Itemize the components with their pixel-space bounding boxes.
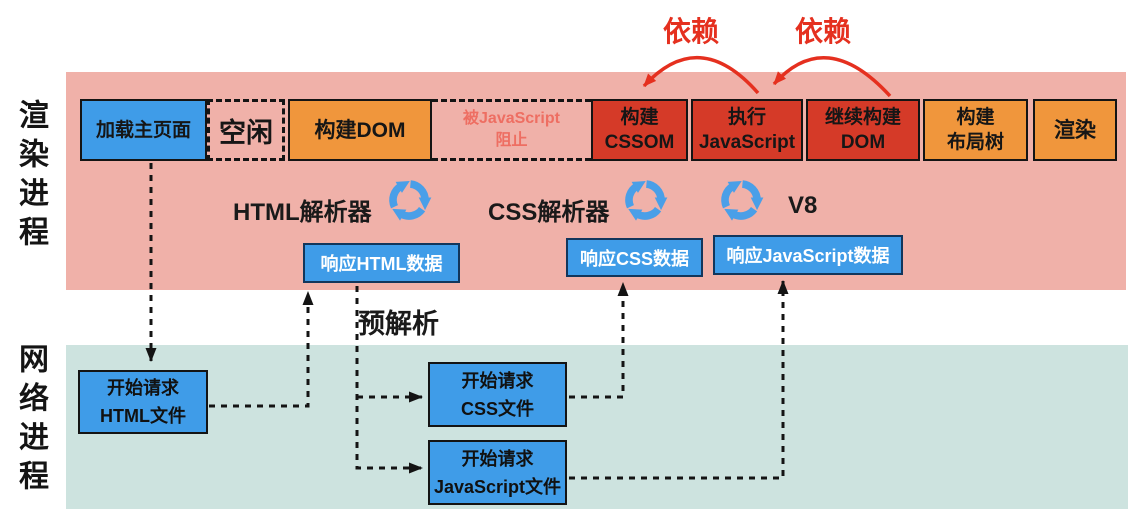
box-build-layout-tree: 构建 布局树	[923, 99, 1028, 161]
box-request-css-file: 开始请求 CSS文件	[428, 362, 567, 427]
box-request-html-file: 开始请求 HTML文件	[78, 370, 208, 434]
sync-icon	[618, 173, 672, 227]
preparse-label: 预解析	[358, 309, 439, 339]
box-idle: 空闲	[207, 99, 285, 161]
dependency-label-1: 依赖	[663, 16, 720, 47]
render-process-label: 渲染进程	[14, 99, 47, 255]
css-parser-label: CSS解析器	[488, 199, 610, 226]
html-parser-label: HTML解析器	[233, 199, 372, 226]
box-build-cssom: 构建 CSSOM	[591, 99, 688, 161]
box-response-javascript-data: 响应JavaScript数据	[713, 235, 903, 275]
box-continue-build-dom: 继续构建 DOM	[806, 99, 920, 161]
box-response-css-data: 响应CSS数据	[566, 238, 703, 277]
box-render: 渲染	[1033, 99, 1117, 161]
network-process-band	[66, 345, 1128, 509]
box-request-javascript-file: 开始请求 JavaScript文件	[428, 440, 567, 505]
v8-label: V8	[788, 192, 818, 219]
box-execute-javascript: 执行 JavaScript	[691, 99, 803, 161]
sync-icon	[714, 173, 768, 227]
dependency-label-2: 依赖	[795, 16, 852, 47]
box-response-html-data: 响应HTML数据	[303, 243, 460, 283]
sync-icon	[382, 173, 436, 227]
box-build-dom: 构建DOM	[288, 99, 432, 161]
box-blocked-by-javascript: 被JavaScript 阻止	[432, 99, 591, 161]
box-load-main-page: 加载主页面	[80, 99, 207, 161]
network-process-label: 网络进程	[14, 343, 47, 499]
